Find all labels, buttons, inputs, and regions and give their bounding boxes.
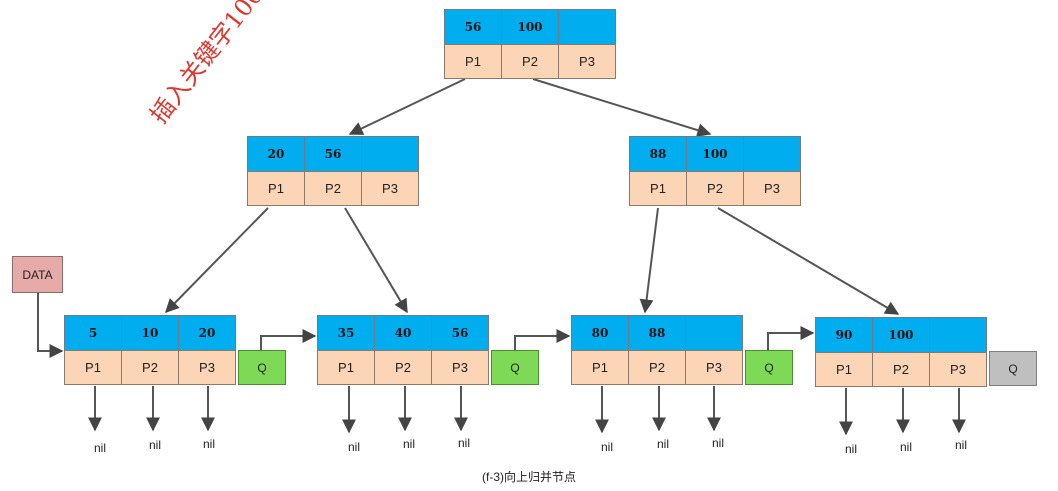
leaf3-key-2: 88 <box>628 315 686 351</box>
nil-label: nil <box>601 440 614 454</box>
leaf3-key-1: 80 <box>571 315 629 351</box>
edge-left-internal-to-leaf1 <box>165 207 269 313</box>
nil-label: nil <box>149 438 162 452</box>
leaf4-pointer-1: P1 <box>815 352 873 387</box>
nil-label: nil <box>955 438 968 452</box>
leaf1-key-1: 5 <box>64 315 122 351</box>
root-key-3 <box>558 9 616 45</box>
edge-left-internal-to-leaf2 <box>344 207 408 314</box>
link-leaf2-to-leaf3 <box>514 329 571 351</box>
leaf4-next-pointer: Q <box>989 351 1037 386</box>
leaf2-key-1: 35 <box>317 315 375 351</box>
leaf1-pointer-2: P2 <box>121 350 179 385</box>
internal-left-pointer-3: P3 <box>361 171 419 206</box>
internal-right-key-1: 88 <box>629 136 687 172</box>
leaf2-pointer-3: P3 <box>431 350 489 385</box>
leaf1-pointer-1: P1 <box>64 350 122 385</box>
leaf2-key-3: 56 <box>431 315 489 351</box>
leaf-node-2: 35 40 56 P1 P2 P3 <box>317 315 489 385</box>
nil-label: nil <box>94 441 107 455</box>
nil-label: nil <box>657 437 670 451</box>
link-leaf1-to-leaf2 <box>260 329 317 351</box>
leaf1-key-3: 20 <box>178 315 236 351</box>
internal-right-pointer-3: P3 <box>743 171 801 206</box>
internal-left-pointer-2: P2 <box>304 171 362 206</box>
internal-right-key-3 <box>743 136 801 172</box>
leaf1-key-2: 10 <box>121 315 179 351</box>
internal-left-key-3 <box>361 136 419 172</box>
leaf3-pointer-3: P3 <box>685 350 743 385</box>
root-node: 56 100 P1 P2 P3 <box>444 9 616 79</box>
internal-right-pointer-2: P2 <box>686 171 744 206</box>
root-key-2: 100 <box>501 9 559 45</box>
internal-node-left: 20 56 P1 P2 P3 <box>247 136 419 206</box>
nil-label: nil <box>403 437 416 451</box>
leaf2-next-pointer: Q <box>491 350 539 385</box>
leaf4-pointer-2: P2 <box>872 352 930 387</box>
leaf4-key-3 <box>929 317 987 353</box>
leaf-node-3: 80 88 P1 P2 P3 <box>571 315 743 385</box>
leaf1-next-pointer: Q <box>238 350 286 385</box>
leaf3-key-3 <box>685 315 743 351</box>
root-pointer-2: P2 <box>501 44 559 79</box>
data-head-box: DATA <box>12 256 63 293</box>
nil-label: nil <box>845 442 858 456</box>
internal-left-pointer-1: P1 <box>247 171 305 206</box>
nil-label: nil <box>900 440 913 454</box>
internal-right-key-2: 100 <box>686 136 744 172</box>
nil-label: nil <box>203 437 216 451</box>
nil-label: nil <box>458 436 471 450</box>
leaf4-key-2: 100 <box>872 317 930 353</box>
leaf3-next-pointer: Q <box>745 350 793 385</box>
internal-left-key-1: 20 <box>247 136 305 172</box>
figure-caption: (f-3)向上归并节点 <box>482 470 576 484</box>
nil-label: nil <box>348 440 361 454</box>
edge-root-to-left-internal <box>348 78 466 135</box>
leaf4-key-1: 90 <box>815 317 873 353</box>
nil-label: nil <box>712 436 725 450</box>
leaf-node-4: 90 100 P1 P2 P3 <box>815 317 987 387</box>
leaf3-pointer-1: P1 <box>571 350 629 385</box>
edge-root-to-right-internal <box>532 78 712 137</box>
leaf-node-1: 5 10 20 P1 P2 P3 <box>64 315 236 385</box>
leaf2-pointer-2: P2 <box>374 350 432 385</box>
leaf2-key-2: 40 <box>374 315 432 351</box>
leaf4-pointer-3: P3 <box>929 352 987 387</box>
root-key-1: 56 <box>444 9 502 45</box>
internal-left-key-2: 56 <box>304 136 362 172</box>
link-leaf3-to-leaf4 <box>767 326 815 351</box>
leaf2-pointer-1: P1 <box>317 350 375 385</box>
edge-right-internal-to-leaf4 <box>717 207 900 315</box>
leaf1-pointer-3: P3 <box>178 350 236 385</box>
leaf3-pointer-2: P2 <box>628 350 686 385</box>
internal-right-pointer-1: P1 <box>629 171 687 206</box>
edge-data-to-leaf1 <box>37 293 64 358</box>
internal-node-right: 88 100 P1 P2 P3 <box>629 136 801 206</box>
root-pointer-1: P1 <box>444 44 502 79</box>
edge-right-internal-to-leaf3 <box>639 207 659 314</box>
root-pointer-3: P3 <box>558 44 616 79</box>
